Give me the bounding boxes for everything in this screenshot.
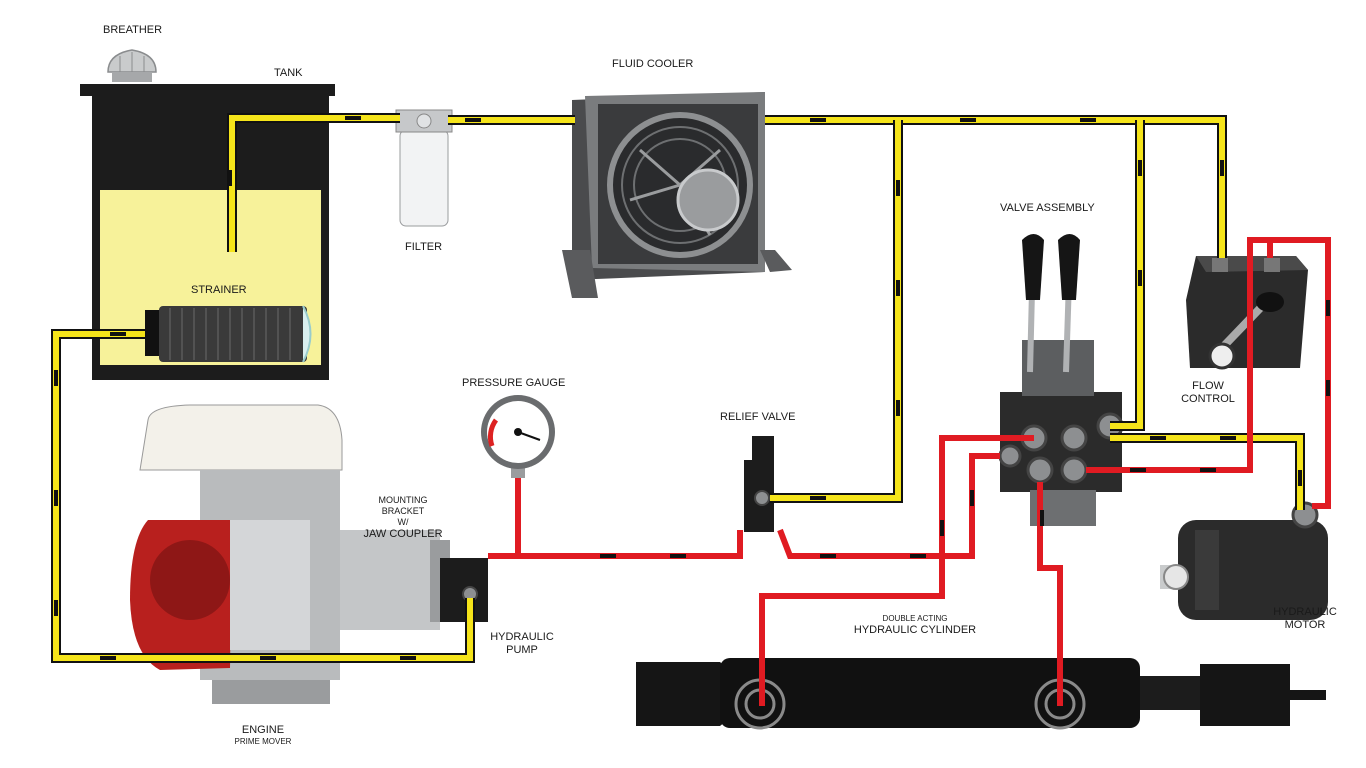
cylinder-sublabel: DOUBLE ACTING — [882, 614, 948, 623]
strainer — [145, 305, 312, 363]
engine-label: ENGINE PRIME MOVER — [225, 724, 301, 747]
flow-control-label: FLOW CONTROL — [1178, 380, 1238, 406]
breather-label: BREATHER — [103, 24, 163, 36]
mounting-label-line3: W/ — [397, 517, 409, 527]
cylinder-label-text: HYDRAULIC CYLINDER — [853, 624, 977, 636]
engine-label-text: ENGINE — [241, 724, 285, 736]
hydraulic-motor — [1160, 501, 1328, 620]
mounting-label-line2: BRACKET — [381, 506, 425, 516]
hydraulic-cylinder — [636, 658, 1326, 730]
breather-cap — [107, 49, 157, 82]
motor-label-line2: MOTOR — [1284, 619, 1326, 631]
hydraulic-pump — [440, 558, 488, 622]
hydraulic-pump-label: HYDRAULIC PUMP — [484, 631, 560, 657]
valve-assembly — [998, 234, 1124, 526]
strainer-label: STRAINER — [191, 284, 247, 296]
filter — [395, 109, 453, 227]
flow-arrows — [54, 116, 1330, 660]
mounting-bracket-label: MOUNTING BRACKET W/ JAW COUPLER — [360, 495, 446, 541]
hydraulic-cylinder-label: DOUBLE ACTING HYDRAULIC CYLINDER — [840, 614, 990, 637]
pressure-lines — [488, 237, 1331, 706]
mounting-label-line4: JAW COUPLER — [363, 528, 443, 540]
pressure-gauge-label: PRESSURE GAUGE — [462, 377, 566, 389]
fluid-cooler-label: FLUID COOLER — [612, 58, 694, 70]
tank-label: TANK — [274, 67, 303, 79]
mounting-label-line1: MOUNTING — [378, 495, 428, 505]
relief-valve — [744, 436, 774, 532]
engine-sublabel: PRIME MOVER — [234, 737, 292, 746]
valve-assembly-label: VALVE ASSEMBLY — [1000, 202, 1095, 214]
engine — [130, 404, 450, 704]
filter-label: FILTER — [405, 241, 443, 253]
hydraulic-motor-label: HYDRAULIC MOTOR — [1268, 606, 1342, 632]
flow-control-label-line1: FLOW — [1192, 380, 1224, 392]
pump-label-line2: PUMP — [506, 644, 538, 656]
relief-valve-label: RELIEF VALVE — [720, 411, 796, 423]
pump-label-line1: HYDRAULIC — [490, 631, 554, 643]
motor-label-line1: HYDRAULIC — [1273, 606, 1337, 618]
fluid-cooler — [562, 92, 792, 298]
flow-control-label-line2: CONTROL — [1181, 393, 1235, 405]
pressure-gauge — [481, 395, 555, 478]
